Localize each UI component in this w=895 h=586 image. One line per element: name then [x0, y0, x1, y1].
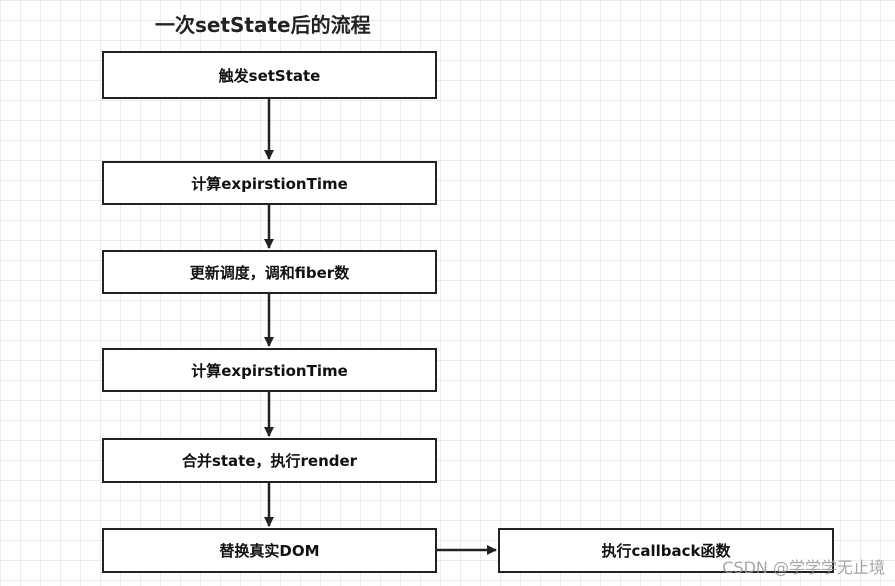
step-label: 触发setState	[218, 66, 321, 85]
step-replace-dom: 替换真实DOM	[102, 528, 437, 573]
step-label: 计算expirstionTime	[191, 174, 348, 193]
step-label: 计算expirstionTime	[191, 361, 348, 380]
diagram-title: 一次setState后的流程	[155, 13, 371, 37]
watermark: CSDN @学学学无止境	[722, 558, 885, 577]
step-compute-expiration-time: 计算expirstionTime	[102, 161, 437, 205]
step-trigger-setstate: 触发setState	[102, 51, 437, 99]
step-label: 合并state，执行render	[181, 452, 358, 470]
step-merge-state-render: 合并state，执行render	[102, 438, 437, 483]
step-label: 更新调度，调和fiber数	[189, 263, 350, 282]
step-label: 替换真实DOM	[219, 542, 320, 560]
step-schedule-reconcile: 更新调度，调和fiber数	[102, 250, 437, 294]
step-compute-expiration-time-2: 计算expirstionTime	[102, 348, 437, 392]
step-label: 执行callback函数	[601, 542, 731, 560]
step-run-callback: 执行callback函数	[498, 528, 834, 573]
